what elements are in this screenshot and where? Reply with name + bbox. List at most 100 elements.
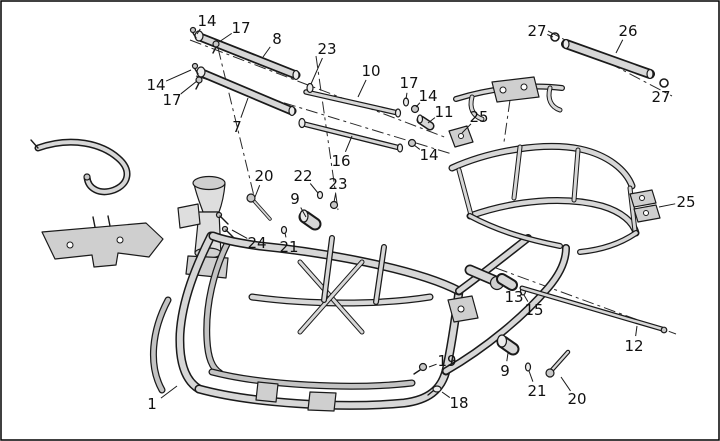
- part-number: 23: [317, 40, 336, 58]
- part-label-11-1: 11: [427, 103, 454, 124]
- leader-line: [615, 39, 624, 54]
- leader-line: [284, 232, 287, 238]
- tie-rod-8: [189, 26, 300, 81]
- part-number: 7: [232, 118, 242, 136]
- part-number: 14: [419, 146, 438, 164]
- rear-subframe: [452, 146, 636, 252]
- part-number: 13: [504, 288, 523, 306]
- leader-line: [523, 294, 529, 302]
- part-label-17-2: 17: [399, 74, 419, 100]
- leader-line: [635, 325, 638, 337]
- part-label-10-1: 10: [357, 62, 381, 98]
- leader-line: [254, 185, 261, 198]
- part-label-9-1: 9: [290, 190, 307, 218]
- part-number: 27: [527, 22, 546, 40]
- leader-line: [333, 193, 337, 203]
- leader-line: [506, 286, 509, 289]
- part-number: 15: [524, 301, 543, 319]
- leader-line: [165, 69, 192, 82]
- part-number: 17: [231, 19, 250, 37]
- part-number: 1: [147, 395, 157, 413]
- leader-line: [180, 80, 198, 95]
- part-label-17-3: 17: [162, 80, 198, 109]
- leader-line: [196, 28, 201, 35]
- lower-right-fastener-stack: [498, 334, 569, 378]
- part-label-8-1: 8: [262, 30, 282, 58]
- carrier-rack: [456, 76, 562, 119]
- part-number: 26: [618, 22, 637, 40]
- part-number: 20: [567, 390, 586, 408]
- part-number: 10: [361, 62, 380, 80]
- leader-line: [160, 385, 178, 399]
- part-label-26-1: 26: [615, 22, 638, 54]
- part-number: 25: [676, 193, 695, 211]
- left-bracket-part: [41, 215, 164, 268]
- part-label-22-1: 22: [293, 167, 319, 194]
- part-number: 12: [624, 337, 643, 355]
- tie-rod-7: [191, 62, 296, 117]
- link-rod-16: [298, 117, 417, 153]
- part-label-19-1: 19: [428, 352, 457, 370]
- leader-line: [240, 97, 249, 118]
- part-label-25-1: 25: [461, 108, 489, 134]
- main-frame: [153, 236, 566, 412]
- part-number: 21: [279, 238, 298, 256]
- leader-line: [658, 203, 676, 208]
- leader-line: [231, 229, 248, 239]
- part-label-25-2: 25: [658, 193, 696, 211]
- part-label-21-1: 21: [279, 232, 299, 256]
- leader-line: [405, 92, 408, 100]
- leader-line: [218, 32, 233, 43]
- part-label-15-1: 15: [523, 294, 544, 319]
- bracket-25-top: [448, 125, 474, 148]
- part-number: 16: [331, 152, 350, 170]
- part-number: 18: [449, 394, 468, 412]
- part-label-17-1: 17: [218, 19, 251, 43]
- leader-line: [300, 207, 307, 218]
- part-label-18-1: 18: [441, 391, 469, 412]
- part-number: 23: [328, 175, 347, 193]
- part-number: 9: [500, 362, 510, 380]
- part-number: 17: [162, 91, 181, 109]
- handle-tube-26: [550, 32, 669, 88]
- part-number: 27: [651, 88, 670, 106]
- part-number: 17: [399, 74, 418, 92]
- part-label-7-1: 7: [232, 97, 249, 136]
- part-label-1-1: 1: [147, 385, 178, 413]
- part-label-21-2: 21: [527, 370, 547, 400]
- part-label-13-1: 13: [504, 286, 524, 306]
- part-label-14-1: 14: [196, 12, 217, 35]
- leader-line: [310, 57, 323, 85]
- part-number: 14: [197, 12, 216, 30]
- part-number: 14: [146, 76, 165, 94]
- leader-line: [427, 117, 436, 124]
- leader-line: [560, 376, 571, 392]
- part-label-9-2: 9: [500, 352, 510, 380]
- part-label-14-2: 14: [415, 87, 438, 108]
- part-label-24-1: 24: [231, 229, 267, 252]
- bottom-small-parts: [413, 362, 442, 396]
- leader-line: [506, 352, 509, 362]
- mid-fastener-stack: [215, 190, 339, 239]
- leader-line: [309, 183, 319, 194]
- part-label-14-4: 14: [413, 144, 439, 164]
- part-number: 20: [254, 167, 273, 185]
- part-label-20-1: 20: [254, 167, 274, 198]
- leader-line: [357, 79, 367, 98]
- leader-line: [344, 135, 353, 153]
- part-label-23-2: 23: [328, 175, 348, 203]
- part-number: 24: [247, 234, 266, 252]
- part-number: 19: [437, 352, 456, 370]
- part-label-27-1: 27: [527, 22, 554, 40]
- part-label-14-3: 14: [146, 69, 192, 94]
- bracket-25-right: [629, 189, 661, 223]
- leader-line: [528, 370, 534, 382]
- frame-illustration: [30, 26, 677, 412]
- part-label-20-2: 20: [560, 376, 587, 408]
- leader-line: [262, 46, 271, 58]
- part-number: 11: [434, 103, 453, 121]
- leader-line: [461, 123, 472, 134]
